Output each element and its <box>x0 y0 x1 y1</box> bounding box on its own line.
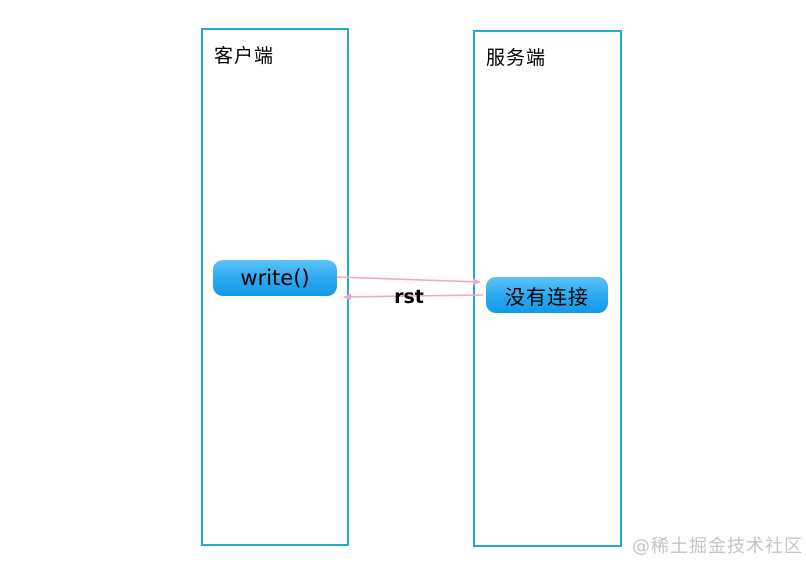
lane-client-title: 客户端 <box>214 45 275 67</box>
lane-server-title: 服务端 <box>486 47 547 69</box>
message-label-rst: rst <box>394 286 424 308</box>
lane-client: 客户端 <box>201 28 349 546</box>
node-write-label: write() <box>240 266 310 290</box>
arrow-write-request <box>336 276 481 286</box>
node-no-connection-label: 没有连接 <box>505 284 589 309</box>
node-no-connection: 没有连接 <box>486 277 608 313</box>
node-write: write() <box>213 260 337 296</box>
lane-server: 服务端 <box>473 30 622 547</box>
watermark: @稀土掘金技术社区 <box>632 536 803 557</box>
